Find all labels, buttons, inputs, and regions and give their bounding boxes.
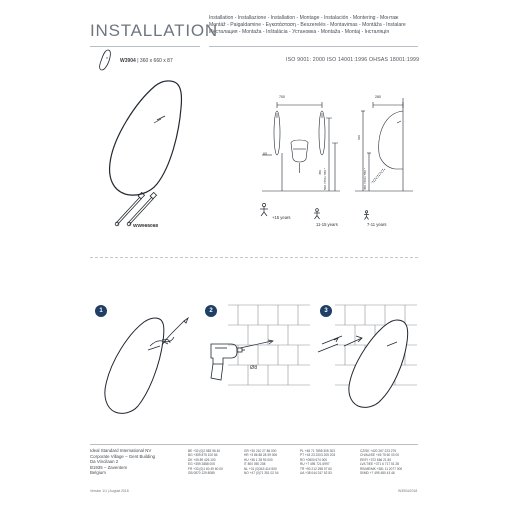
urinal-outline-drawing <box>108 80 183 196</box>
address-line-1: Ideal Standard International NV <box>90 448 152 453</box>
urinal-small-icon <box>99 49 111 71</box>
drill-icon <box>210 343 245 381</box>
phone-entry: FR +33 (0)1 60 49 60 00 <box>188 466 223 471</box>
screw-icon <box>317 335 363 353</box>
phone-entry: HR +3 86 88 28 39 006 <box>244 453 278 458</box>
dim-top-front: 700 <box>279 95 285 99</box>
phone-column-2: GR +30 210 27 86 000 HR +3 86 88 28 39 0… <box>244 449 278 475</box>
phone-entry: RU +7 495 721 6997 <box>300 462 330 467</box>
dim-top-side: 280 <box>375 95 381 99</box>
step-1-illustration <box>104 317 171 414</box>
phone-column-3: PL +48 71 7898 305 303 PT +43 23 2203 20… <box>300 449 335 475</box>
step-1-badge: 1 <box>95 305 107 317</box>
phone-entry: HU +36 1 28 93 000 <box>244 457 273 462</box>
phone-entry: CH/AU/SE +45 75 60 00 00 <box>360 453 400 458</box>
dim-vertical-3: 450 / 500 / 550 * <box>363 167 367 190</box>
phone-entry: DK +45 89 426 100 <box>188 457 216 462</box>
version-label: Version 1/1 | August 2018 <box>90 489 129 493</box>
person-icon <box>364 210 369 220</box>
dim-side-height: 660 <box>357 134 361 140</box>
front-view-drawing <box>262 102 340 192</box>
product-model: W3904 | 360 x 660 x 87 <box>120 58 173 64</box>
side-view-drawing <box>355 98 413 192</box>
phone-entry: EG +359 2888 005 <box>188 462 215 467</box>
footer-rule <box>90 444 418 445</box>
fixing-kit-code: WW965068 <box>133 224 159 229</box>
step-3-badge: 3 <box>320 305 332 317</box>
languages-line-2: Montáž - Paigaldamine - Εγκατάσταση - Be… <box>209 22 406 28</box>
phone-column-4: CZ/SK +420 267 223 275 CH/AU/SE +45 75 6… <box>360 449 402 475</box>
dim-left-small: 65 <box>263 152 267 156</box>
title-underline <box>90 46 200 47</box>
phone-entry: BE +32 (0)2 583 96 40 <box>188 449 221 453</box>
phone-entry: TR +90 212 258 07 60 <box>300 466 332 471</box>
step-3-urinal <box>348 319 409 408</box>
languages-line-3: Инсталация - Montaža - Inštalácia - Уста… <box>209 29 389 35</box>
section-divider <box>90 257 418 258</box>
phone-entry: GR +30 210 27 86 000 <box>244 449 277 453</box>
address-line-5: Belgium <box>90 470 106 476</box>
person-icon <box>260 203 268 217</box>
drill-direction-arrow <box>239 339 274 349</box>
dim-vertical-2: 500 / 550 / 650 * <box>323 167 327 190</box>
phone-entry: UA +38 044 247 52 53 <box>300 471 332 476</box>
phone-entry: NL +31 (0)343 414 500 <box>244 466 277 471</box>
step-2-badge: 2 <box>205 305 217 317</box>
pencil-hand-icon <box>161 316 189 346</box>
header-underline <box>209 46 418 47</box>
phone-entry: RS/ME/MK +381 11 2077 000 <box>360 466 403 471</box>
phone-entry: PT +43 23 2203 205 203 <box>300 453 336 458</box>
phone-entry: IT 800 050 208 <box>244 462 266 467</box>
age-child: 7-11 years <box>367 222 387 227</box>
fixing-kit-bolts <box>114 191 158 227</box>
phone-entry: CZ/SK +420 267 223 275 <box>360 449 397 453</box>
age-adult: +15 years <box>272 215 291 220</box>
phone-entry: BG +359 875 100 84 <box>188 453 218 458</box>
phone-entry: NO +47 (0)71 351 02 04 <box>244 471 279 476</box>
phone-entry: SI/MD +7 495 480 43 46 <box>360 471 395 476</box>
page-title: INSTALLATION <box>90 21 218 40</box>
phone-entry: PL +48 71 7898 305 303 <box>300 449 335 453</box>
phone-column-1: BE +32 (0)2 583 96 40 BG +359 875 100 84… <box>188 449 223 475</box>
address-line-3: Da Vincilaan 2 <box>90 459 119 465</box>
address-line-2: Corporate Village – Gent Building <box>90 453 156 459</box>
phone-entry: EE/FI +372 666 21 80 <box>360 457 392 462</box>
certifications: ISO 9001: 2000 ISO 14001:1996 OHSAS 1800… <box>286 57 420 63</box>
languages-line-1: Installation - Installazione - Installat… <box>209 15 399 21</box>
address-line-4: B1935 – Zaventem <box>90 464 128 470</box>
dim-vertical-1: 450 <box>318 169 322 175</box>
person-icon <box>314 208 320 220</box>
product-code: W3904 <box>120 58 136 64</box>
drill-size-label: Ø8 <box>250 365 258 371</box>
product-dimensions: 360 x 660 x 87 <box>139 58 173 64</box>
phone-entry: RO +0800 674 000 <box>300 457 328 462</box>
age-teen: 11-15 years <box>316 222 338 227</box>
tile-wall <box>228 304 310 386</box>
company-address: Ideal Standard International NV Corporat… <box>90 448 155 476</box>
document-number: W3904/2018 <box>398 489 418 493</box>
phone-entry: LV/LT/EE +371 6 717 51 28 <box>360 462 399 467</box>
phone-entry: GB 0870 129 8085 <box>188 471 215 476</box>
